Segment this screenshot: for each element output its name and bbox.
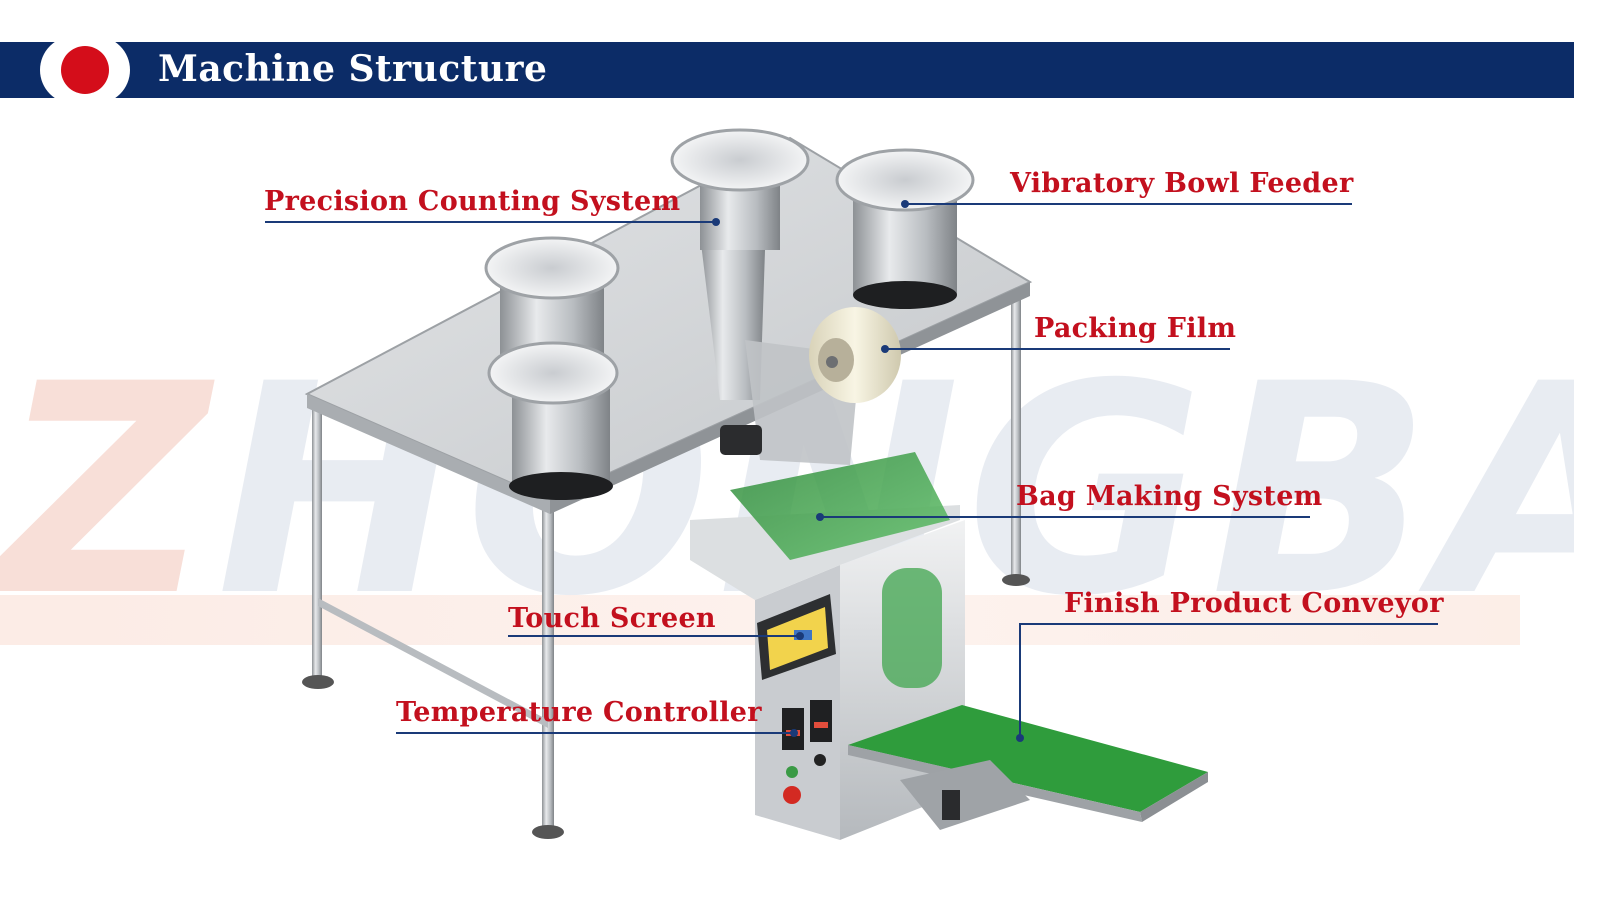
label-temperature-controller: Temperature Controller (396, 697, 762, 728)
leader-dots (712, 200, 1024, 742)
label-packing-film: Packing Film (1034, 313, 1237, 344)
label-vibratory-bowl-feeder: Vibratory Bowl Feeder (1010, 168, 1354, 199)
table-legs (302, 290, 1030, 839)
header-bar (0, 42, 1574, 98)
bowl-feeder-left-back (484, 236, 620, 360)
bowl-feeder-right (835, 148, 975, 309)
label-finish-product-conveyor: Finish Product Conveyor (1064, 588, 1444, 619)
label-bag-making-system: Bag Making System (1016, 481, 1323, 512)
label-precision-counting-system: Precision Counting System (264, 186, 681, 217)
leader-lines (265, 203, 1438, 738)
red-dot-icon (61, 46, 109, 94)
label-touch-screen: Touch Screen (508, 603, 716, 634)
bowl-feeder-top (670, 128, 810, 250)
page-title: Machine Structure (158, 48, 548, 90)
bowl-feeder-left-front (487, 341, 619, 500)
temperature-controllers (782, 700, 832, 804)
leader-conveyor (1019, 623, 1438, 738)
watermark-first-letter: Z (0, 342, 217, 642)
conveyor (848, 705, 1208, 830)
film-roll (809, 307, 901, 403)
